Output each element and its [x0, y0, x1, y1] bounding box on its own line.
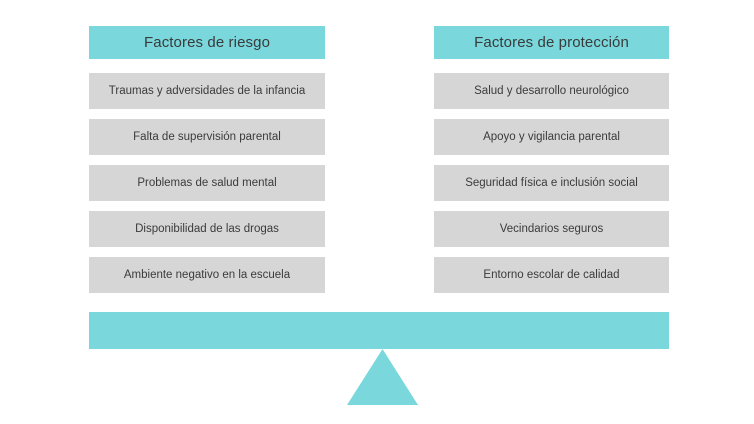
list-item: Falta de supervisión parental [89, 119, 325, 155]
list-item: Salud y desarrollo neurológico [434, 73, 669, 109]
protection-factors-column: Factores de protección Salud y desarroll… [434, 26, 669, 293]
risk-factors-list: Traumas y adversidades de la infancia Fa… [89, 73, 325, 293]
list-item: Vecindarios seguros [434, 211, 669, 247]
risk-factors-column: Factores de riesgo Traumas y adversidade… [89, 26, 325, 293]
balance-beam [89, 312, 669, 349]
list-item: Entorno escolar de calidad [434, 257, 669, 293]
list-item: Seguridad física e inclusión social [434, 165, 669, 201]
balance-fulcrum-triangle-icon [347, 349, 418, 405]
list-item: Traumas y adversidades de la infancia [89, 73, 325, 109]
risk-factors-header: Factores de riesgo [89, 26, 325, 59]
protection-factors-header: Factores de protección [434, 26, 669, 59]
list-item: Ambiente negativo en la escuela [89, 257, 325, 293]
list-item: Disponibilidad de las drogas [89, 211, 325, 247]
list-item: Problemas de salud mental [89, 165, 325, 201]
protection-factors-list: Salud y desarrollo neurológico Apoyo y v… [434, 73, 669, 293]
list-item: Apoyo y vigilancia parental [434, 119, 669, 155]
